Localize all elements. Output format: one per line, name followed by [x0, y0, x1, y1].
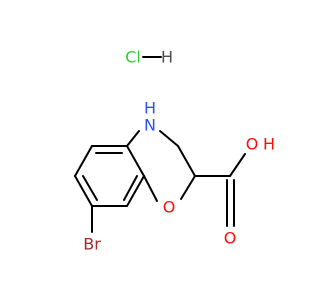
ring-bond	[177, 145, 196, 177]
atom-o-hydroxyl: O	[246, 135, 259, 154]
atom-nh: H	[144, 99, 156, 118]
double-bond-inner	[82, 175, 98, 201]
atom-oh-h: H	[263, 135, 275, 154]
double-bond-inner	[123, 175, 138, 201]
ring-bond	[74, 175, 93, 207]
ring-bond	[74, 145, 93, 177]
atom-h: H	[161, 48, 173, 67]
ring-bond	[126, 145, 145, 177]
o-c-bond	[143, 175, 158, 202]
c-o-bond	[180, 175, 196, 200]
n-c-bond	[159, 130, 179, 147]
atom-o-carbonyl: O	[224, 229, 237, 248]
c-n-bond	[126, 130, 140, 147]
atom-br: Br	[83, 235, 101, 254]
atom-n: N	[144, 116, 156, 135]
c-oh-bond	[229, 153, 246, 177]
atom-o-ring: O	[163, 198, 176, 217]
ring-bond	[126, 175, 145, 207]
atom-cl: Cl	[125, 48, 141, 67]
structure-drawing: Cl H N H O O H O Br	[74, 48, 275, 254]
molecule-diagram: Cl H N H O O H O Br	[74, 48, 275, 254]
